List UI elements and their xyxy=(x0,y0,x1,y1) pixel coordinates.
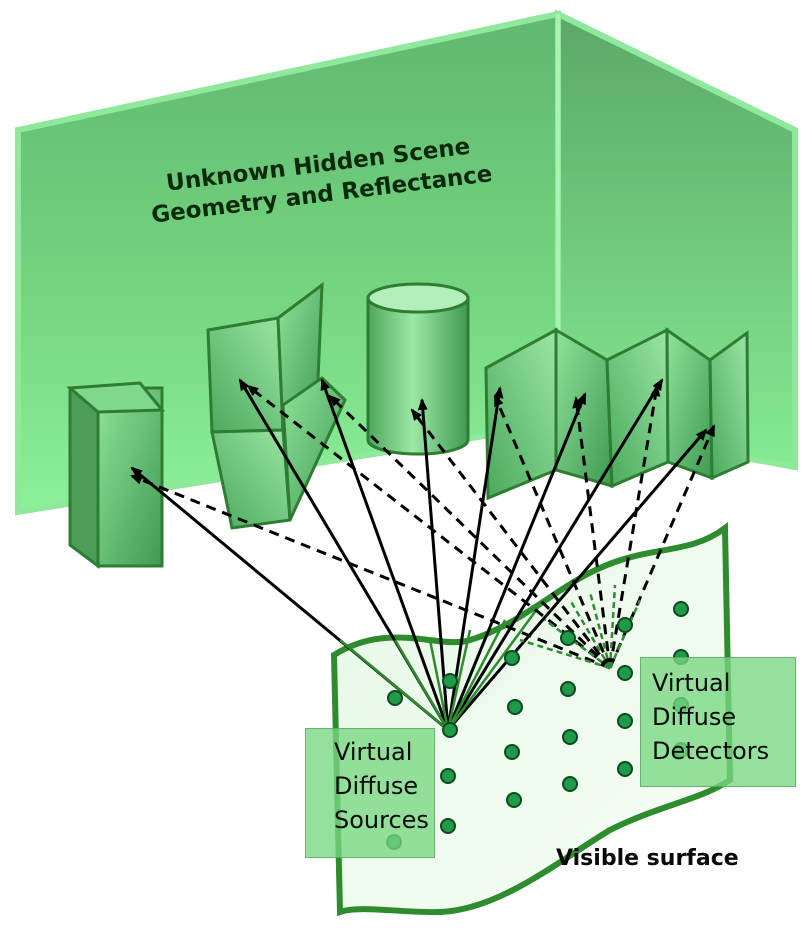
sources-label-line1: Virtual xyxy=(334,738,413,766)
detector-fan xyxy=(519,584,642,670)
sample-dot xyxy=(440,818,456,834)
cylinder-object xyxy=(366,282,470,456)
detectors-label-line3: Detectors xyxy=(652,737,770,765)
detectors-label-line2: Diffuse xyxy=(652,703,737,731)
sample-dot xyxy=(617,665,633,681)
sample-dot xyxy=(560,630,576,646)
virtual-detectors-label-box: Virtual Diffuse Detectors xyxy=(640,657,796,787)
sample-dot xyxy=(617,713,633,729)
sources-label-line3: Sources xyxy=(334,806,429,834)
sample-dot xyxy=(673,601,689,617)
sample-dot xyxy=(617,617,633,633)
sources-label-line2: Diffuse xyxy=(334,772,419,800)
sample-dot xyxy=(562,776,578,792)
box-object xyxy=(66,381,166,569)
source-fan xyxy=(339,604,542,731)
sample-dot xyxy=(507,699,523,715)
sample-dot xyxy=(562,729,578,745)
sample-dot xyxy=(560,681,576,697)
visible-surface-label: Visible surface xyxy=(556,846,739,871)
sample-dot xyxy=(442,722,458,738)
hidden-objects xyxy=(66,281,750,569)
sample-dot xyxy=(504,744,520,760)
sample-dot xyxy=(617,761,633,777)
detectors-label-line1: Virtual xyxy=(652,669,731,697)
folded-panel-object xyxy=(206,281,347,530)
sample-dot xyxy=(440,768,456,784)
sample-dot xyxy=(387,690,403,706)
sample-dot xyxy=(506,792,522,808)
virtual-sources-label-box: Virtual Diffuse Sources xyxy=(305,728,435,858)
sample-dot xyxy=(442,673,458,689)
sample-dot xyxy=(504,650,520,666)
